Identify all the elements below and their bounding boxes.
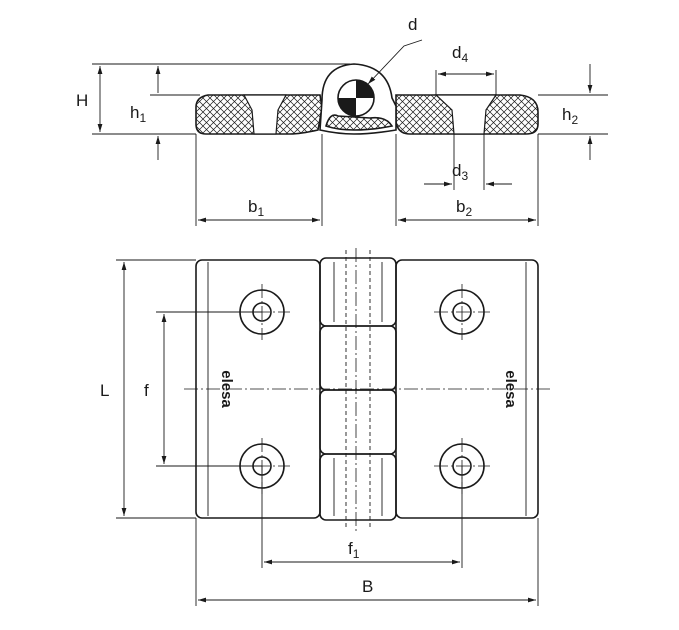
- label-L: L: [100, 381, 109, 400]
- left-leaf-hole: [243, 94, 287, 135]
- label-d3: d3: [452, 161, 468, 183]
- pin-quadrant-mark: [338, 98, 356, 116]
- label-B: B: [362, 577, 373, 596]
- label-b1: b1: [248, 197, 264, 219]
- side-section-view: [195, 63, 539, 135]
- leader-line-d: [367, 39, 423, 85]
- elesa-logo: elesa: [218, 370, 235, 408]
- elesa-logo: elesa: [502, 370, 519, 408]
- knuckle-segment: [319, 389, 397, 455]
- label-d4: d4: [452, 43, 468, 65]
- front-view: elesa elesa: [184, 248, 552, 532]
- side-view-dimensions: d d4 d3 H h1 h2 b1 b2: [76, 15, 608, 226]
- label-f: f: [144, 381, 149, 400]
- label-H: H: [76, 91, 88, 110]
- label-h1: h1: [130, 103, 146, 125]
- knuckle-segment: [319, 257, 397, 327]
- label-d: d: [408, 15, 417, 34]
- label-f1: f1: [348, 539, 360, 561]
- knuckle-hatch: [325, 114, 394, 131]
- knuckle-segment: [319, 325, 397, 391]
- label-h2: h2: [562, 105, 578, 127]
- knuckle-stack: [319, 250, 397, 530]
- front-view-dimensions: L f f1 B: [100, 259, 539, 606]
- label-b2: b2: [456, 197, 472, 219]
- pin-quadrant-mark: [356, 80, 374, 98]
- knuckle-segment: [319, 453, 397, 521]
- mounting-hole: [434, 284, 490, 340]
